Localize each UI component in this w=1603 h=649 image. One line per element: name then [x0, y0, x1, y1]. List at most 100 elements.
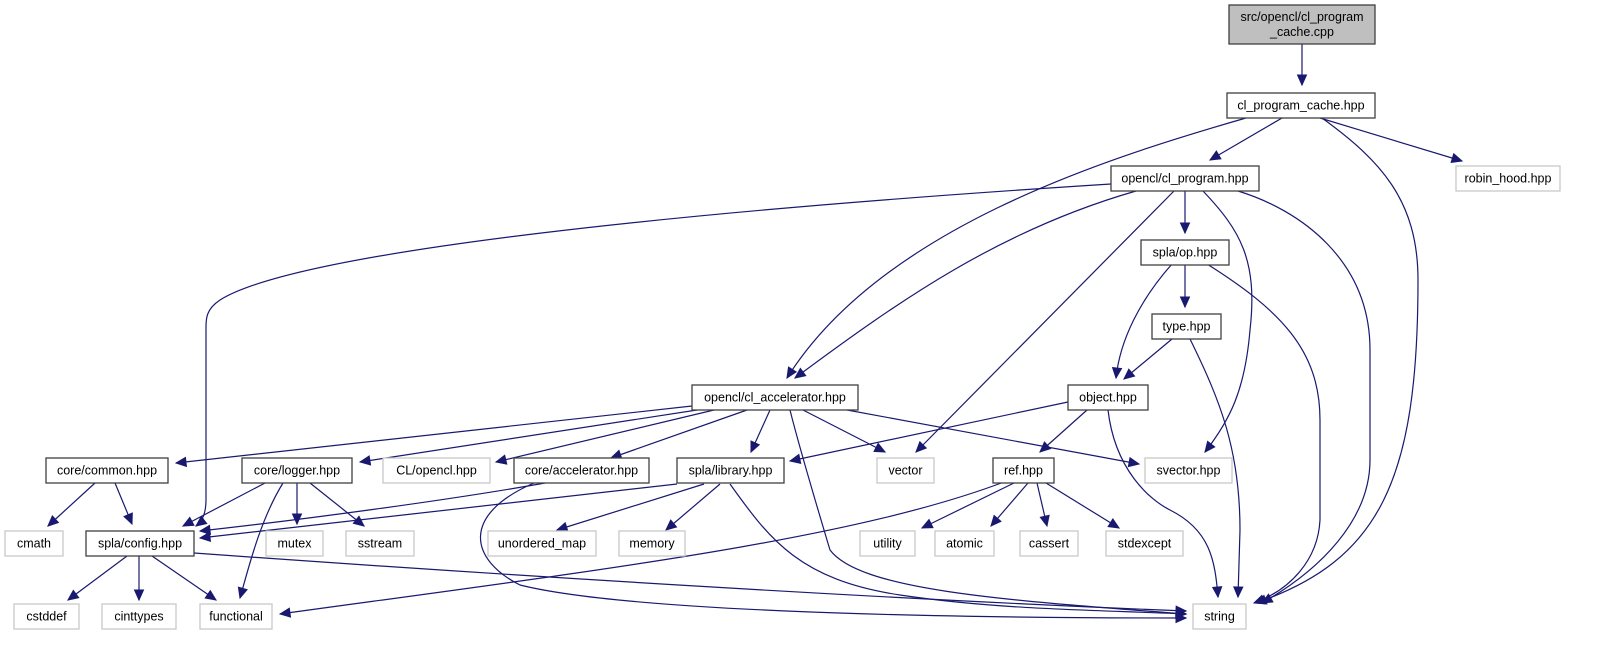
node-library-hpp[interactable]: spla/library.hpp — [676, 457, 785, 484]
node-box — [45, 457, 169, 484]
node-op-hpp[interactable]: spla/op.hpp — [1140, 239, 1230, 266]
edge-line — [802, 409, 886, 453]
node-mutex: mutex — [265, 530, 324, 557]
node-cl-program-cache-hpp[interactable]: cl_program_cache.hpp — [1226, 92, 1376, 119]
node-box — [618, 530, 686, 557]
edge-line — [729, 483, 1187, 615]
edge-cl_accelerator_hpp-to-cl_opencl_hpp — [494, 409, 715, 465]
edge-line — [786, 117, 1247, 379]
arrowhead-icon — [915, 440, 928, 453]
arrowhead-icon — [1123, 368, 1136, 380]
node-config-hpp[interactable]: spla/config.hpp — [85, 530, 195, 557]
node-box — [1067, 384, 1149, 411]
edge-ref_hpp-to-atomic — [990, 482, 1029, 527]
node-cassert: cassert — [1019, 530, 1079, 557]
edge-common_hpp-to-config_hpp — [114, 482, 133, 526]
node-label: unordered_map — [498, 537, 586, 551]
node-object-hpp[interactable]: object.hpp — [1067, 384, 1149, 411]
arrowhead-icon — [1208, 150, 1222, 161]
edge-line — [1209, 117, 1283, 161]
edge-accelerator_hpp-to-config_hpp — [198, 482, 546, 536]
node-label: memory — [629, 537, 675, 551]
edge-line — [1206, 263, 1321, 604]
node-cl-program-hpp[interactable]: opencl/cl_program.hpp — [1110, 165, 1260, 192]
node-logger-hpp[interactable]: core/logger.hpp — [241, 457, 353, 484]
node-cstddef: cstddef — [13, 603, 80, 630]
edge-line — [195, 183, 1112, 527]
node-label: core/logger.hpp — [254, 464, 340, 478]
edge-line — [556, 483, 705, 531]
edge-line — [915, 190, 1175, 453]
edge-config_hpp-to-cinttypes — [133, 556, 145, 602]
edges-layer — [47, 44, 1464, 624]
edge-logger_hpp-to-functional — [237, 482, 284, 600]
node-box — [1140, 239, 1230, 266]
node-root[interactable]: src/opencl/cl_program_cache.cpp — [1228, 4, 1376, 45]
arrowhead-icon — [67, 589, 80, 601]
node-label: spla/config.hpp — [98, 537, 182, 551]
arrowhead-icon — [174, 456, 188, 468]
node-label: ref.hpp — [1004, 464, 1043, 478]
edge-line — [1202, 190, 1253, 453]
edge-line — [1045, 482, 1120, 529]
edge-cl_program_cache_hpp-to-robin_hood — [1319, 117, 1464, 164]
arrowhead-icon — [1127, 456, 1141, 468]
node-box — [1228, 4, 1376, 45]
node-label: core/accelerator.hpp — [525, 464, 638, 478]
node-label: CL/opencl.hpp — [396, 464, 477, 478]
node-box — [382, 457, 491, 484]
arrowhead-icon — [358, 455, 372, 466]
edge-logger_hpp-to-config_hpp — [181, 482, 266, 527]
arrowhead-icon — [47, 515, 60, 527]
edge-line — [479, 482, 1187, 619]
node-accelerator-hpp[interactable]: core/accelerator.hpp — [513, 457, 650, 484]
node-box — [691, 384, 859, 411]
node-label: stdexcept — [1118, 537, 1172, 551]
arrowhead-icon — [555, 521, 569, 532]
edge-library_hpp-to-unordered_map — [555, 483, 705, 532]
arrowhead-icon — [990, 514, 1002, 527]
node-box — [1110, 165, 1260, 192]
node-sstream: sstream — [345, 530, 415, 557]
node-box — [676, 457, 785, 484]
arrowhead-icon — [1039, 514, 1050, 528]
node-type-hpp[interactable]: type.hpp — [1151, 313, 1222, 340]
node-ref-hpp[interactable]: ref.hpp — [992, 457, 1055, 484]
node-box — [934, 530, 995, 557]
edge-config_hpp-to-functional — [151, 555, 218, 601]
node-label: spla/op.hpp — [1153, 246, 1218, 260]
node-cl-accelerator-hpp[interactable]: opencl/cl_accelerator.hpp — [691, 384, 859, 411]
arrowhead-icon — [873, 442, 887, 453]
node-label: cinttypes — [114, 610, 163, 624]
node-label: type.hpp — [1163, 320, 1211, 334]
node-vector: vector — [876, 457, 935, 484]
nodes-layer: src/opencl/cl_program_cache.cpp cl_progra… — [4, 4, 1561, 630]
node-label: utility — [873, 537, 902, 551]
edge-cl_accelerator_hpp-to-svector_hpp — [846, 409, 1141, 468]
node-label-line: src/opencl/cl_program — [1241, 10, 1364, 24]
arrowhead-icon — [920, 518, 934, 529]
arrowhead-icon — [1179, 296, 1191, 309]
edge-line — [1189, 338, 1241, 598]
arrowhead-icon — [1039, 441, 1052, 453]
arrowhead-icon — [278, 607, 292, 618]
node-common-hpp[interactable]: core/common.hpp — [45, 457, 169, 484]
edge-cl_accelerator_hpp-to-accelerator_hpp — [609, 409, 748, 460]
node-utility: utility — [859, 530, 916, 557]
edge-line — [495, 409, 715, 463]
edge-line — [199, 482, 546, 532]
node-label: string — [1204, 610, 1235, 624]
edge-line — [359, 409, 698, 463]
node-label: cl_program_cache.hpp — [1237, 99, 1364, 113]
arrowhead-icon — [198, 524, 212, 536]
node-robin-hood: robin_hood.hpp — [1455, 165, 1561, 192]
arrowhead-icon — [750, 440, 761, 454]
arrowhead-icon — [788, 453, 802, 464]
edge-cl_program_hpp-to-string — [1237, 190, 1371, 604]
node-functional: functional — [199, 603, 273, 630]
edge-line — [239, 482, 284, 599]
edge-cl_program_hpp-to-svector_hpp — [1202, 190, 1253, 453]
arrowhead-icon — [494, 454, 508, 465]
arrowhead-icon — [123, 512, 133, 526]
